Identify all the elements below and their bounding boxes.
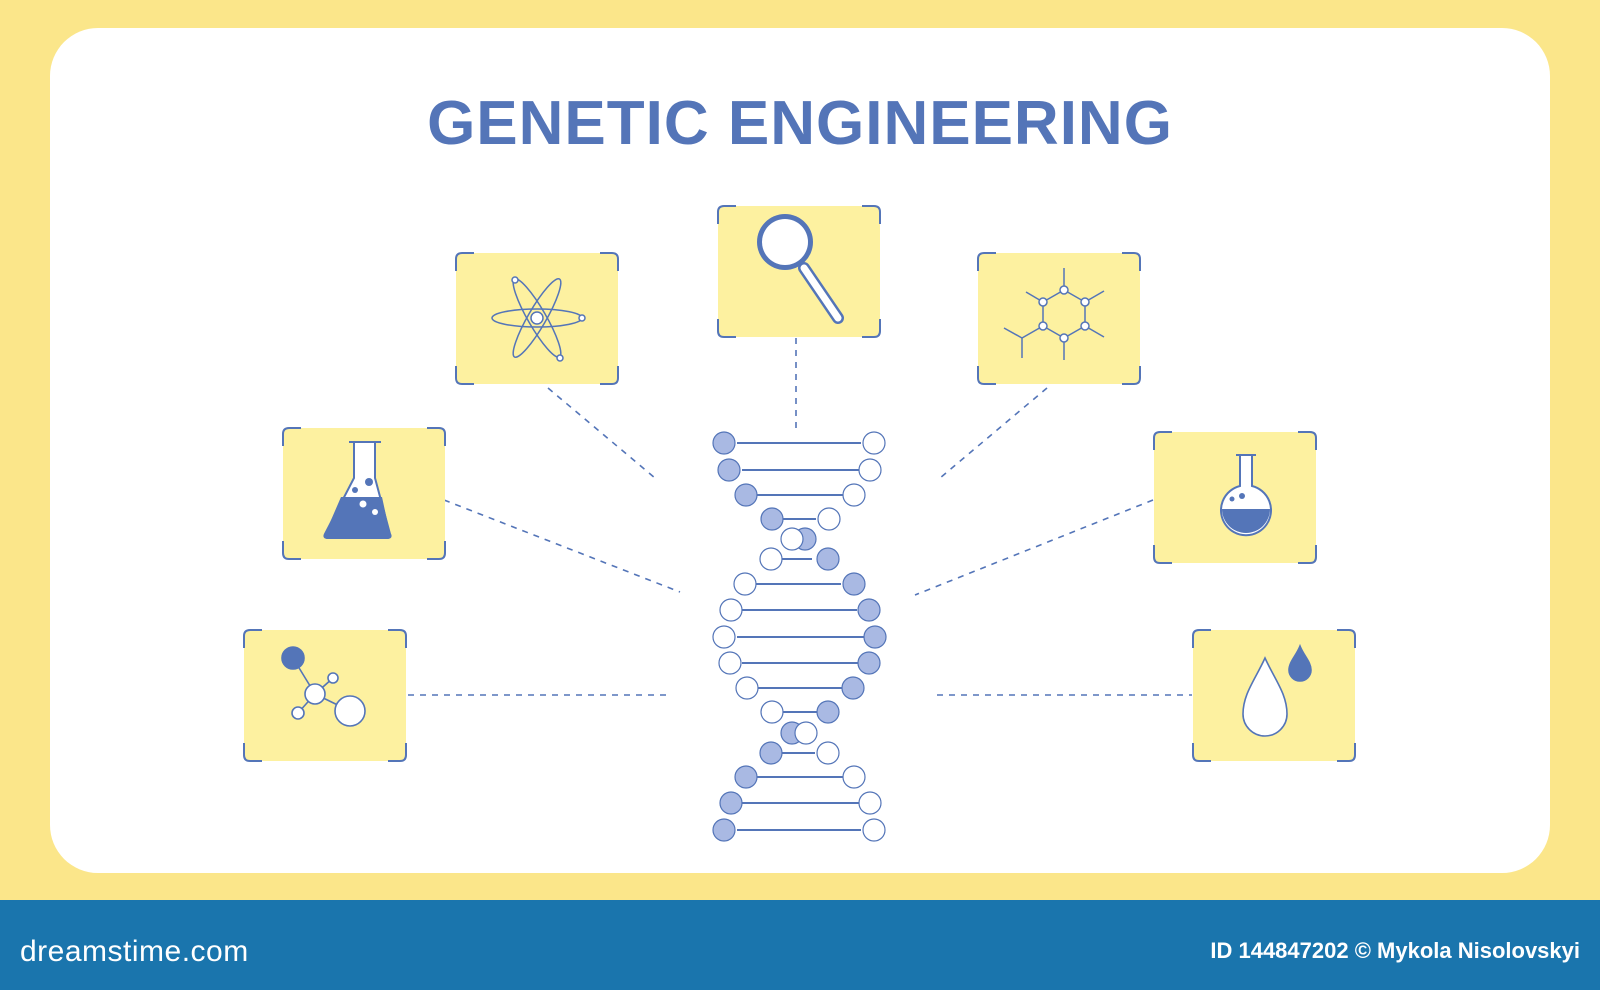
tile-drops[interactable]	[1192, 629, 1356, 762]
hexagon-molecule-icon	[1003, 268, 1105, 360]
image-credit: ID 144847202 © Mykola Nisolovskyi	[1210, 938, 1580, 963]
footer-bar	[0, 900, 1600, 990]
magnifier-icon	[757, 214, 844, 324]
tile-round-flask[interactable]	[1153, 431, 1317, 564]
brand-logo[interactable]: dreamstime.com	[20, 935, 249, 968]
conical-flask-icon	[323, 441, 392, 539]
tile-hexagon-molecule[interactable]	[977, 252, 1141, 385]
page-title: GENETIC ENGINEERING	[427, 89, 1173, 158]
round-flask-icon	[1220, 454, 1272, 537]
tile-conical-flask[interactable]	[282, 427, 446, 560]
drops-icon	[1242, 643, 1312, 737]
connectors	[408, 338, 1192, 696]
tile-molecule[interactable]	[243, 629, 407, 762]
molecule-icon	[281, 646, 366, 727]
infographic	[243, 205, 1356, 842]
tile-atom[interactable]	[455, 252, 619, 385]
dna-helix	[712, 431, 887, 842]
tile-magnifier[interactable]	[717, 205, 881, 338]
atom-icon	[491, 276, 586, 362]
